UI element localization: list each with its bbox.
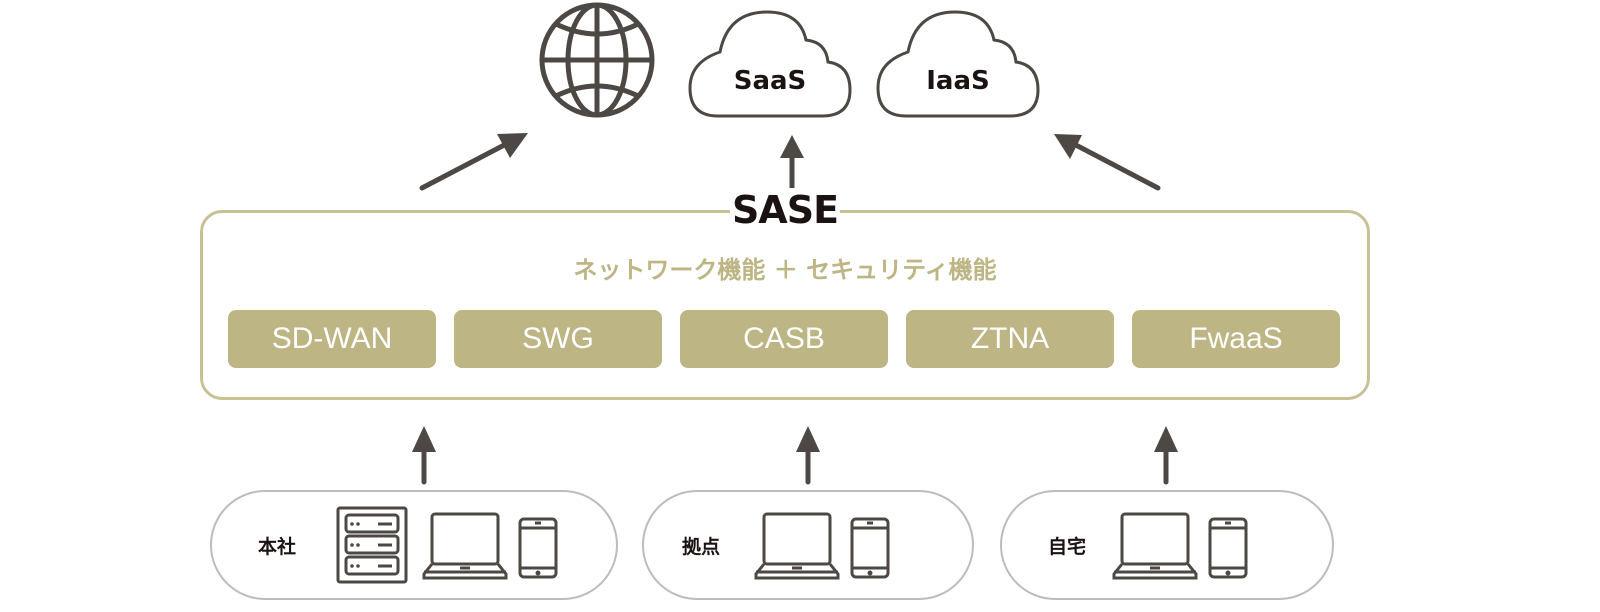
function-casb: CASB <box>680 310 888 368</box>
laptop-icon <box>422 512 508 580</box>
laptop-icon <box>1112 512 1198 580</box>
globe-icon <box>539 2 655 118</box>
location-branch <box>642 490 974 600</box>
arrow-from-home <box>1154 426 1178 485</box>
arrow-from-hq <box>412 426 436 485</box>
function-fwaas: FwaaS <box>1132 310 1340 368</box>
function-swg: SWG <box>454 310 662 368</box>
arrow-to-saas <box>780 135 804 191</box>
location-label-branch: 拠点 <box>682 536 721 558</box>
cloud-icon-iaas <box>876 10 1040 118</box>
arrow-to-iaas <box>1054 134 1161 191</box>
function-ztna: ZTNA <box>906 310 1114 368</box>
smartphone-icon <box>518 517 558 579</box>
laptop-icon <box>754 512 840 580</box>
sase-subtitle: ネットワーク機能 ＋ セキュリティ機能 <box>573 256 997 284</box>
location-label-hq: 本社 <box>258 536 297 558</box>
location-hq <box>210 490 618 600</box>
sase-title: SASE <box>730 188 840 232</box>
cloud-label-iaas: IaaS <box>926 66 990 96</box>
smartphone-icon <box>1208 517 1248 579</box>
arrow-from-branch <box>796 426 820 485</box>
function-sd-wan: SD-WAN <box>228 310 436 368</box>
server-icon <box>336 506 408 584</box>
location-label-home: 自宅 <box>1048 536 1087 558</box>
smartphone-icon <box>850 517 890 579</box>
location-home <box>1000 490 1334 600</box>
cloud-label-saas: SaaS <box>733 66 807 96</box>
arrow-to-internet <box>419 133 528 191</box>
cloud-icon-saas <box>688 10 852 118</box>
